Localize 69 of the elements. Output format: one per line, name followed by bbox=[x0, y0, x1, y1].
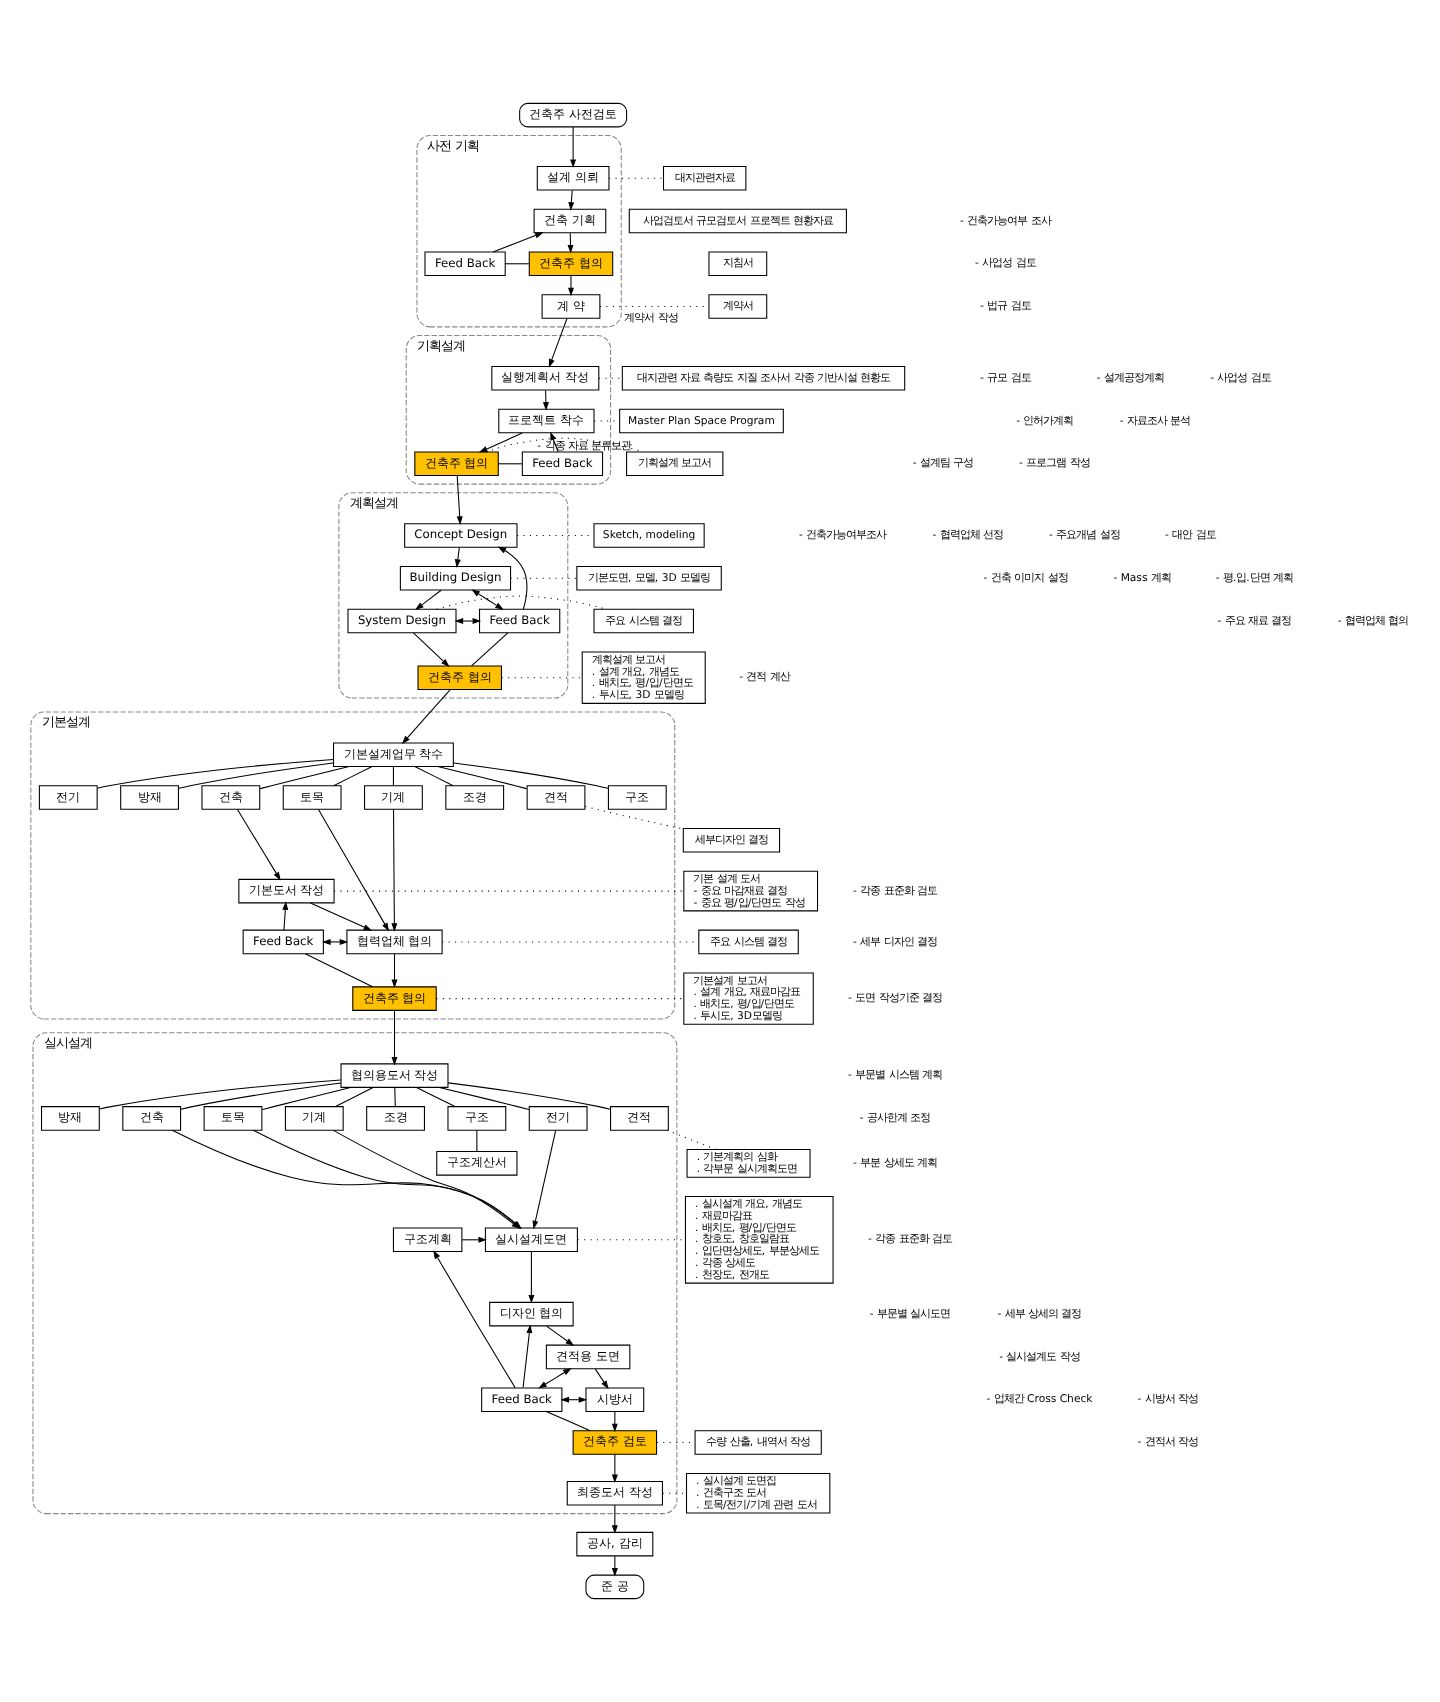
connector bbox=[475, 1129, 477, 1152]
arrow bbox=[470, 589, 503, 610]
connector bbox=[434, 998, 684, 1000]
arrow bbox=[321, 938, 348, 945]
arrow bbox=[491, 232, 543, 253]
arrow bbox=[477, 432, 522, 453]
arrow bbox=[610, 1555, 617, 1577]
arrow bbox=[567, 275, 573, 297]
arrow bbox=[317, 809, 389, 932]
arrow bbox=[453, 618, 481, 625]
arrow bbox=[496, 546, 527, 610]
connector bbox=[607, 177, 663, 179]
arrow bbox=[569, 126, 576, 168]
connector bbox=[334, 1087, 373, 1108]
connector bbox=[470, 632, 508, 667]
connector bbox=[598, 306, 709, 308]
connector bbox=[665, 1129, 716, 1150]
arrow bbox=[610, 1504, 617, 1534]
arrow bbox=[567, 189, 574, 211]
arrow bbox=[541, 389, 548, 411]
connector bbox=[545, 1411, 590, 1432]
connector bbox=[393, 1087, 395, 1108]
arrow bbox=[537, 1368, 571, 1389]
arrow bbox=[308, 902, 372, 931]
connector bbox=[484, 437, 643, 453]
connector bbox=[98, 1079, 341, 1110]
connector bbox=[515, 534, 594, 536]
connector bbox=[413, 766, 453, 787]
connector bbox=[452, 762, 608, 789]
connector bbox=[95, 758, 333, 789]
arrow bbox=[455, 475, 462, 525]
connector bbox=[260, 1086, 351, 1111]
connector bbox=[415, 1087, 455, 1108]
connector bbox=[438, 1086, 529, 1111]
connector bbox=[446, 1082, 610, 1110]
connector bbox=[332, 766, 372, 787]
connector bbox=[583, 805, 683, 830]
arrow bbox=[610, 1411, 617, 1433]
connector bbox=[500, 677, 582, 679]
connector bbox=[179, 1082, 341, 1110]
connector bbox=[332, 890, 684, 892]
arrow bbox=[527, 1251, 534, 1304]
connector bbox=[436, 765, 527, 790]
arrow bbox=[411, 632, 449, 667]
connector bbox=[391, 766, 393, 787]
arrow bbox=[400, 689, 450, 745]
arrow bbox=[559, 1396, 587, 1403]
arrow bbox=[414, 589, 441, 610]
arrow bbox=[593, 1368, 608, 1390]
arrow bbox=[566, 232, 573, 254]
arrow bbox=[547, 317, 567, 368]
connector bbox=[509, 577, 577, 579]
arrow bbox=[390, 953, 397, 989]
connector bbox=[303, 953, 373, 988]
arrow bbox=[521, 1324, 532, 1388]
arrow bbox=[531, 1129, 556, 1230]
arrow bbox=[390, 809, 397, 932]
arrow bbox=[545, 1325, 574, 1346]
arrow bbox=[390, 1009, 397, 1066]
connector bbox=[496, 463, 522, 465]
arrow bbox=[610, 1453, 617, 1484]
connector bbox=[503, 263, 529, 265]
connector bbox=[177, 762, 333, 789]
arrow bbox=[453, 547, 460, 568]
connector bbox=[435, 595, 606, 610]
arrow bbox=[432, 1250, 515, 1389]
arrow bbox=[281, 901, 288, 931]
arrow bbox=[235, 808, 280, 881]
connector bbox=[258, 765, 349, 790]
